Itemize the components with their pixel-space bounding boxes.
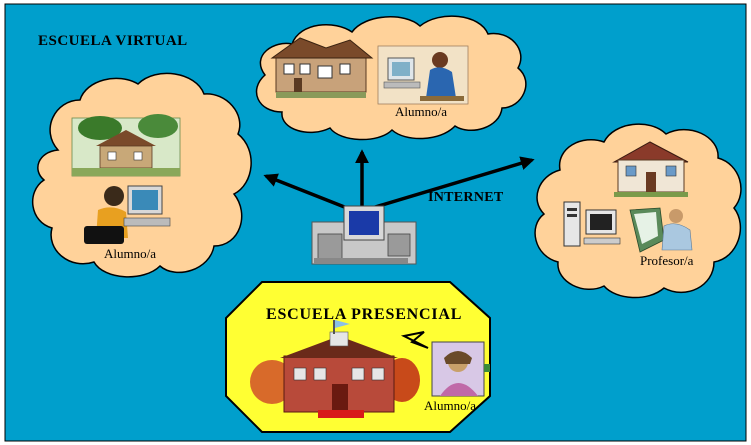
school-student-label: Alumno/a <box>424 398 476 413</box>
school-title: ESCUELA PRESENCIAL <box>266 306 463 323</box>
teacher-figure-icon <box>629 207 693 253</box>
server-computer-icon <box>311 205 417 265</box>
student-portrait-icon <box>400 331 490 397</box>
arrow-to-right <box>371 156 535 210</box>
desktop-computer-icon <box>563 201 621 247</box>
arrow-to-left <box>263 173 353 212</box>
house-clipart-icon <box>270 37 374 98</box>
student-at-computer-icon <box>377 45 469 105</box>
countryside-house-clipart-icon <box>71 114 181 177</box>
internet-label: INTERNET <box>428 190 504 205</box>
left-cloud-label: Alumno/a <box>104 246 156 261</box>
top-cloud-label: Alumno/a <box>395 104 447 119</box>
right-cloud-label: Profesor/a <box>640 253 694 268</box>
diagram-title: ESCUELA VIRTUAL <box>38 33 188 49</box>
school-building-icon <box>250 320 420 418</box>
connector-arrows <box>263 149 535 212</box>
house-clipart-icon-right <box>612 141 689 197</box>
student-at-computer-icon-left <box>84 185 171 244</box>
